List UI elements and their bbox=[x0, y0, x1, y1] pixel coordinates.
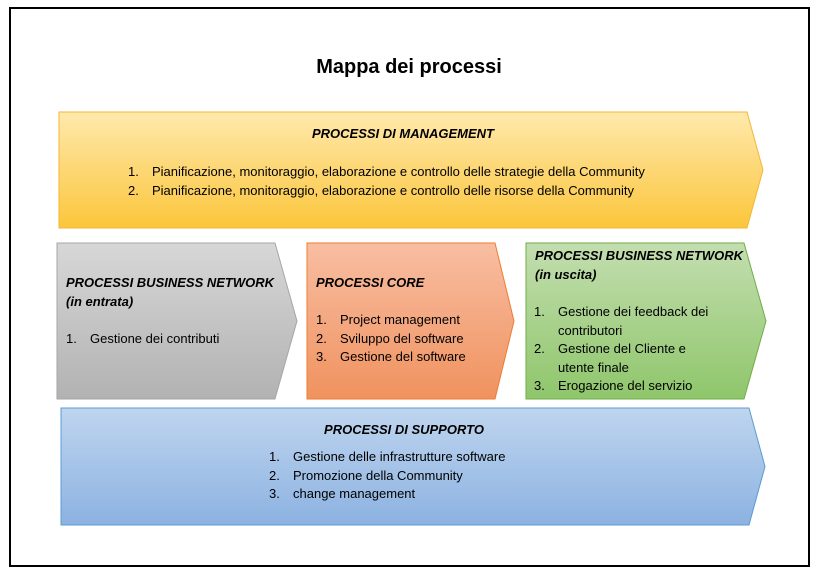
page-title: Mappa dei processi bbox=[316, 56, 502, 78]
core-arrow bbox=[306, 242, 517, 400]
list-item: 3.change management bbox=[269, 486, 416, 501]
list-item: 1.Pianificazione, monitoraggio, elaboraz… bbox=[128, 164, 645, 179]
list-item: 2.Pianificazione, monitoraggio, elaboraz… bbox=[128, 182, 634, 198]
list-item: 2.Sviluppo del software bbox=[316, 330, 464, 346]
list-item: 1.Project management bbox=[316, 312, 460, 327]
supporto-heading: PROCESSI DI SUPPORTO bbox=[324, 422, 484, 437]
management-arrow bbox=[58, 111, 765, 229]
list-item: 2.Promozione della Community bbox=[269, 467, 463, 483]
business-out-arrow-shape bbox=[525, 242, 767, 400]
core-heading: PROCESSI CORE bbox=[316, 275, 425, 290]
management-heading: PROCESSI DI MANAGEMENT bbox=[311, 126, 494, 141]
management-list: 1.Pianificazione, monitoraggio, elaboraz… bbox=[128, 163, 748, 200]
business-in-list: 1.Gestione dei contributi bbox=[66, 330, 276, 349]
list-item: 3.Gestione del software bbox=[316, 349, 466, 364]
supporto-arrow-shape bbox=[60, 407, 766, 526]
business-out-list: 1.Gestione dei feedback dei contributori… bbox=[534, 303, 724, 396]
core-list: 1.Project management 2.Sviluppo del soft… bbox=[316, 311, 501, 367]
list-item: 1.Gestione delle infrastrutture software bbox=[269, 449, 506, 464]
diagram-frame bbox=[9, 7, 810, 567]
business-in-heading: PROCESSI BUSINESS NETWORK (in entrata) bbox=[66, 275, 275, 309]
management-arrow-shape bbox=[58, 111, 764, 229]
business-out-arrow bbox=[525, 242, 768, 400]
business-out-heading: PROCESSI BUSINESS NETWORK (in uscita) bbox=[535, 248, 744, 282]
list-item: 1.Gestione dei feedback dei contributori bbox=[534, 304, 709, 338]
business-in-arrow-shape bbox=[56, 242, 298, 400]
supporto-arrow bbox=[60, 407, 767, 526]
list-item: 3.Erogazione del servizio bbox=[534, 378, 693, 393]
supporto-list: 1.Gestione delle infrastrutture software… bbox=[269, 448, 589, 504]
core-arrow-shape bbox=[306, 242, 515, 400]
business-in-arrow bbox=[56, 242, 299, 400]
list-item: 2.Gestione del Cliente e utente finale bbox=[534, 341, 686, 375]
list-item: 1.Gestione dei contributi bbox=[66, 331, 220, 346]
